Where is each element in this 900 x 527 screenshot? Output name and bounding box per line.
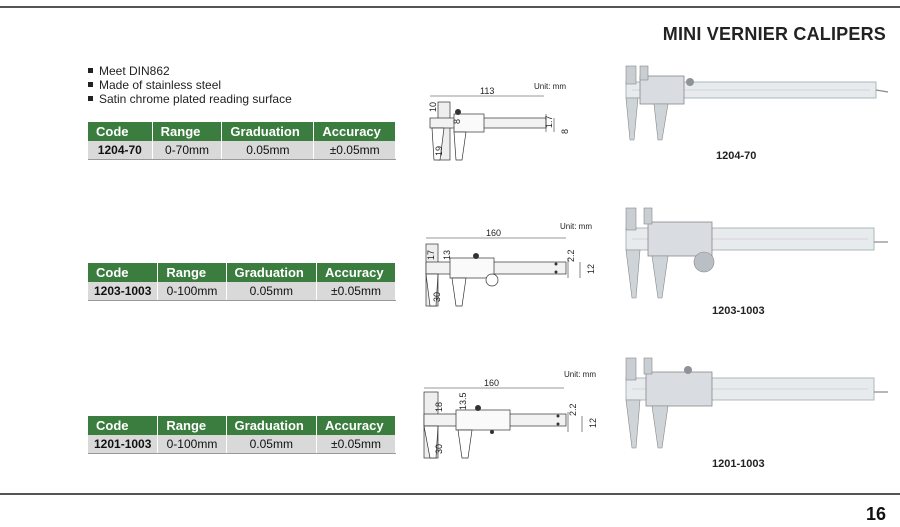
cell-code: 1204-70 — [88, 141, 153, 160]
feature-item: Satin chrome plated reading surface — [86, 92, 292, 106]
dim-inner: 8 — [452, 119, 462, 124]
model-label: 1201-1003 — [712, 458, 765, 470]
spec-row: 1203-1003 0-100mm 0.05mm ±0.05mm — [88, 282, 396, 301]
header-graduation: Graduation — [221, 122, 315, 141]
header-range: Range — [157, 263, 227, 282]
caliper-photo-1204-70 — [625, 65, 888, 141]
spec-header-row: Code Range Graduation Accuracy — [88, 122, 396, 141]
cell-accuracy: ±0.05mm — [316, 282, 396, 301]
dim-width: 8 — [560, 129, 570, 134]
caliper-photo-1201-1003 — [625, 357, 888, 449]
dim-bottom-jaw: 30 — [434, 444, 444, 454]
model-label: 1203-1003 — [712, 305, 765, 317]
spec-header-row: Code Range Graduation Accuracy — [88, 263, 396, 282]
spec-table-1201-1003: Code Range Graduation Accuracy 1201-1003… — [88, 416, 396, 454]
header-accuracy: Accuracy — [313, 122, 396, 141]
header-code: Code — [88, 263, 159, 282]
dim-bottom-jaw: 19 — [434, 146, 444, 156]
top-rule — [0, 6, 900, 8]
dim-thickness: 1.7 — [544, 115, 554, 128]
dim-thickness: 2.2 — [568, 403, 578, 416]
dim-width: 12 — [586, 264, 596, 274]
cell-accuracy: ±0.05mm — [316, 435, 396, 454]
header-accuracy: Accuracy — [316, 416, 396, 435]
unit-label: Unit: mm — [534, 82, 566, 91]
dim-inner: 13 — [442, 250, 452, 260]
cell-accuracy: ±0.05mm — [313, 141, 396, 160]
dim-top-jaw: 17 — [426, 250, 436, 260]
caliper-photo-1203-1003 — [625, 207, 888, 299]
cell-graduation: 0.05mm — [226, 282, 318, 301]
cell-graduation: 0.05mm — [226, 435, 318, 454]
bottom-rule — [0, 493, 900, 495]
dim-length: 113 — [480, 86, 494, 96]
cell-range: 0-70mm — [152, 141, 223, 160]
feature-item: Meet DIN862 — [86, 64, 292, 78]
feature-list: Meet DIN862 Made of stainless steel Sati… — [86, 64, 292, 106]
dim-length: 160 — [486, 228, 501, 238]
dimension-drawing-1203-1003: 160 17 13 30 2.2 12 — [425, 228, 596, 307]
spec-header-row: Code Range Graduation Accuracy — [88, 416, 396, 435]
header-graduation: Graduation — [226, 263, 318, 282]
page-title: MINI VERNIER CALIPERS — [662, 24, 886, 44]
header-range: Range — [152, 122, 223, 141]
dim-bottom-jaw: 30 — [432, 292, 442, 302]
cell-range: 0-100mm — [157, 435, 227, 454]
dim-top-jaw: 18 — [434, 402, 444, 412]
header-code: Code — [88, 122, 153, 141]
dim-width: 12 — [588, 418, 598, 428]
header-code: Code — [88, 416, 159, 435]
spec-table-1203-1003: Code Range Graduation Accuracy 1203-1003… — [88, 263, 396, 301]
page-number: 16 — [865, 504, 886, 524]
dimension-drawing-1201-1003: 160 18 13.5 30 2.2 12 — [423, 378, 598, 459]
spec-table-1204-70: Code Range Graduation Accuracy 1204-70 0… — [88, 122, 396, 160]
dimension-drawing-1204-70: 113 10 8 19 1.7 8 — [428, 86, 570, 161]
dim-thickness: 2.2 — [566, 249, 576, 262]
spec-row: 1204-70 0-70mm 0.05mm ±0.05mm — [88, 141, 396, 160]
dim-length: 160 — [484, 378, 499, 388]
header-accuracy: Accuracy — [316, 263, 396, 282]
cell-graduation: 0.05mm — [221, 141, 315, 160]
dim-top-jaw: 10 — [428, 102, 438, 112]
cell-code: 1201-1003 — [88, 435, 159, 454]
cell-code: 1203-1003 — [88, 282, 159, 301]
unit-label: Unit: mm — [564, 370, 596, 379]
spec-row: 1201-1003 0-100mm 0.05mm ±0.05mm — [88, 435, 396, 454]
cell-range: 0-100mm — [157, 282, 227, 301]
model-label: 1204-70 — [716, 150, 757, 162]
unit-label: Unit: mm — [560, 222, 592, 231]
feature-item: Made of stainless steel — [86, 78, 292, 92]
header-range: Range — [157, 416, 227, 435]
header-graduation: Graduation — [226, 416, 318, 435]
dim-inner: 13.5 — [458, 392, 468, 410]
